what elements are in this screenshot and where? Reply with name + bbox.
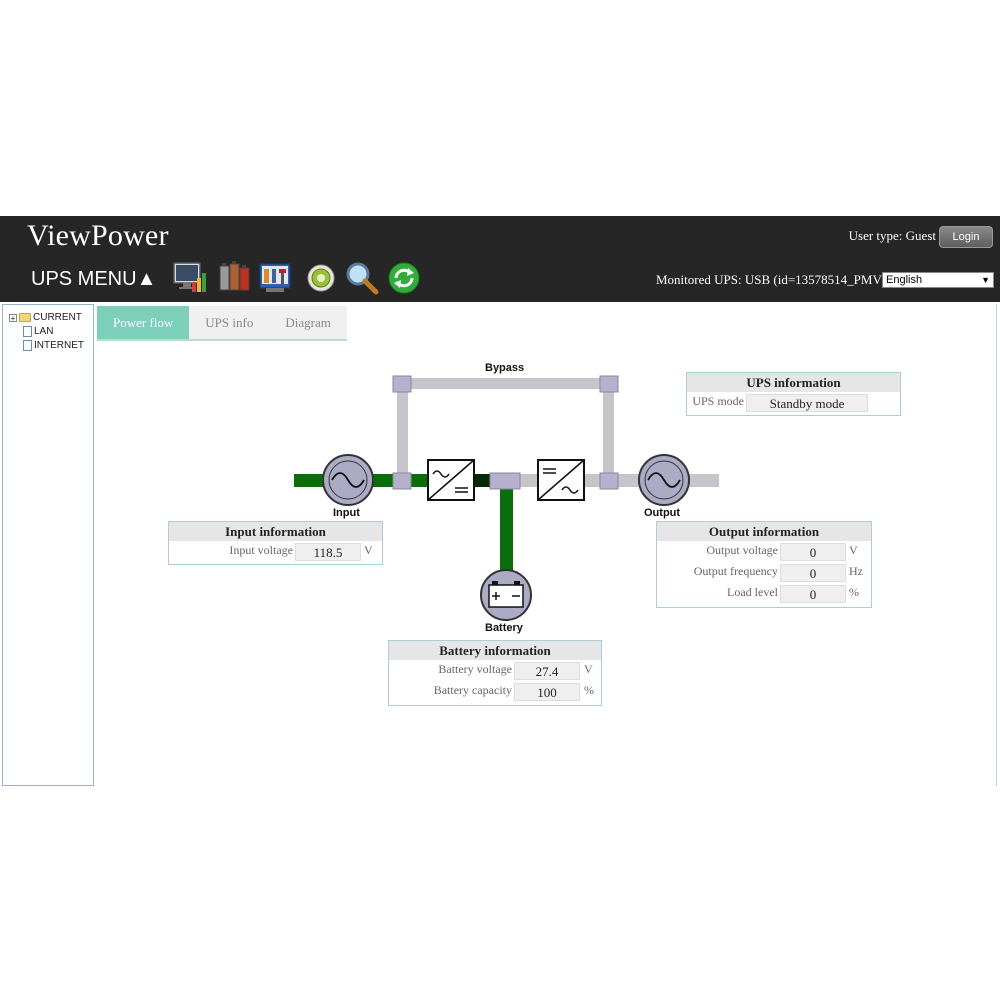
field-label: Battery capacity	[433, 683, 512, 697]
unit-label: %	[849, 585, 859, 599]
bypass-line-left	[397, 384, 408, 482]
panel-title: UPS information	[687, 373, 900, 392]
monitored-ups-label: Monitored UPS: USB (id=13578514_PMV)	[656, 272, 887, 287]
user-type-label: User type: Guest	[848, 228, 936, 243]
input-ac-icon	[322, 454, 374, 506]
field-label: Output frequency	[693, 564, 778, 578]
load-level-row: Load level 0 %	[657, 585, 871, 603]
tab-bar: Power flow UPS info Diagram	[97, 306, 347, 341]
field-label: Input voltage	[229, 543, 293, 557]
output-frequency-value: 0	[780, 564, 846, 582]
output-voltage-value: 0	[780, 543, 846, 561]
tree-item-current[interactable]: + CURRENT	[9, 311, 82, 324]
field-label: Battery voltage	[438, 662, 512, 676]
ups-menu-toggle[interactable]: UPS MENU▲	[31, 268, 157, 290]
connector-block	[599, 472, 619, 490]
expand-icon[interactable]: +	[9, 313, 17, 323]
battery-stack-icon[interactable]	[216, 260, 252, 296]
tree-item-label: LAN	[34, 326, 54, 337]
language-select[interactable]: English ▼	[882, 272, 994, 288]
unit-label: V	[849, 543, 858, 557]
connector-block	[489, 472, 521, 490]
output-ac-icon	[638, 454, 690, 506]
connector-block	[392, 375, 412, 393]
input-voltage-row: Input voltage 118.5 V	[169, 543, 382, 561]
gear-icon[interactable]	[303, 260, 339, 296]
tools-icon[interactable]	[258, 260, 294, 296]
folder-icon	[19, 313, 31, 322]
output-frequency-row: Output frequency 0 Hz	[657, 564, 871, 582]
app-window: ViewPower UPS MENU▲	[0, 216, 1000, 786]
panel-title: Battery information	[389, 641, 601, 660]
monitor-chart-icon[interactable]	[172, 260, 208, 296]
battery-line	[500, 484, 513, 574]
tree-item-label: INTERNET	[34, 340, 84, 351]
input-label: Input	[333, 507, 360, 519]
battery-capacity-row: Battery capacity 100 %	[389, 683, 601, 701]
unit-label: Hz	[849, 564, 863, 578]
field-label: Output voltage	[706, 543, 778, 557]
tree-item-label: CURRENT	[33, 312, 82, 323]
unit-label: V	[364, 543, 373, 557]
tab-power-flow[interactable]: Power flow	[97, 306, 190, 339]
tab-ups-info[interactable]: UPS info	[189, 306, 270, 339]
battery-info-panel: Battery information Battery voltage 27.4…	[388, 640, 602, 706]
panel-title: Input information	[169, 522, 382, 541]
field-label: Load level	[727, 585, 778, 599]
login-button[interactable]: Login	[939, 226, 993, 248]
field-label: UPS mode	[692, 394, 744, 408]
search-icon[interactable]	[344, 260, 380, 296]
refresh-icon[interactable]	[386, 260, 422, 296]
ups-mode-value: Standby mode	[746, 394, 868, 412]
battery-capacity-value: 100	[514, 683, 580, 701]
output-label: Output	[644, 507, 681, 519]
device-tree: + CURRENT LAN INTERNET	[2, 304, 94, 786]
document-icon	[23, 340, 32, 351]
input-info-panel: Input information Input voltage 118.5 V	[168, 521, 383, 565]
ups-info-panel: UPS information UPS mode Standby mode	[686, 372, 901, 416]
battery-voltage-row: Battery voltage 27.4 V	[389, 662, 601, 680]
connector-block	[392, 472, 412, 490]
tree-item-internet[interactable]: INTERNET	[23, 339, 84, 352]
chevron-down-icon: ▼	[981, 275, 990, 285]
power-flow-diagram	[294, 375, 719, 621]
output-voltage-row: Output voltage 0 V	[657, 543, 871, 561]
input-voltage-value: 118.5	[295, 543, 361, 561]
battery-icon	[480, 569, 532, 621]
app-title: ViewPower	[27, 219, 169, 252]
panel-title: Output information	[657, 522, 871, 541]
output-info-panel: Output information Output voltage 0 V Ou…	[656, 521, 872, 608]
language-selected-value: English	[886, 274, 923, 286]
bypass-line-top	[395, 378, 615, 389]
connector-block	[599, 375, 619, 393]
header-bar: ViewPower UPS MENU▲	[0, 216, 1000, 302]
battery-label: Battery	[485, 622, 523, 634]
bypass-line-right	[603, 384, 614, 482]
unit-label: %	[584, 683, 594, 697]
inverter-icon	[537, 459, 585, 501]
rectifier-icon	[427, 459, 475, 501]
content-right-border	[996, 304, 997, 786]
ups-mode-row: UPS mode Standby mode	[687, 394, 900, 412]
document-icon	[23, 326, 32, 337]
tree-item-lan[interactable]: LAN	[23, 325, 53, 338]
battery-voltage-value: 27.4	[514, 662, 580, 680]
unit-label: V	[584, 662, 593, 676]
tab-diagram[interactable]: Diagram	[269, 306, 347, 339]
bypass-label: Bypass	[485, 362, 525, 374]
load-level-value: 0	[780, 585, 846, 603]
